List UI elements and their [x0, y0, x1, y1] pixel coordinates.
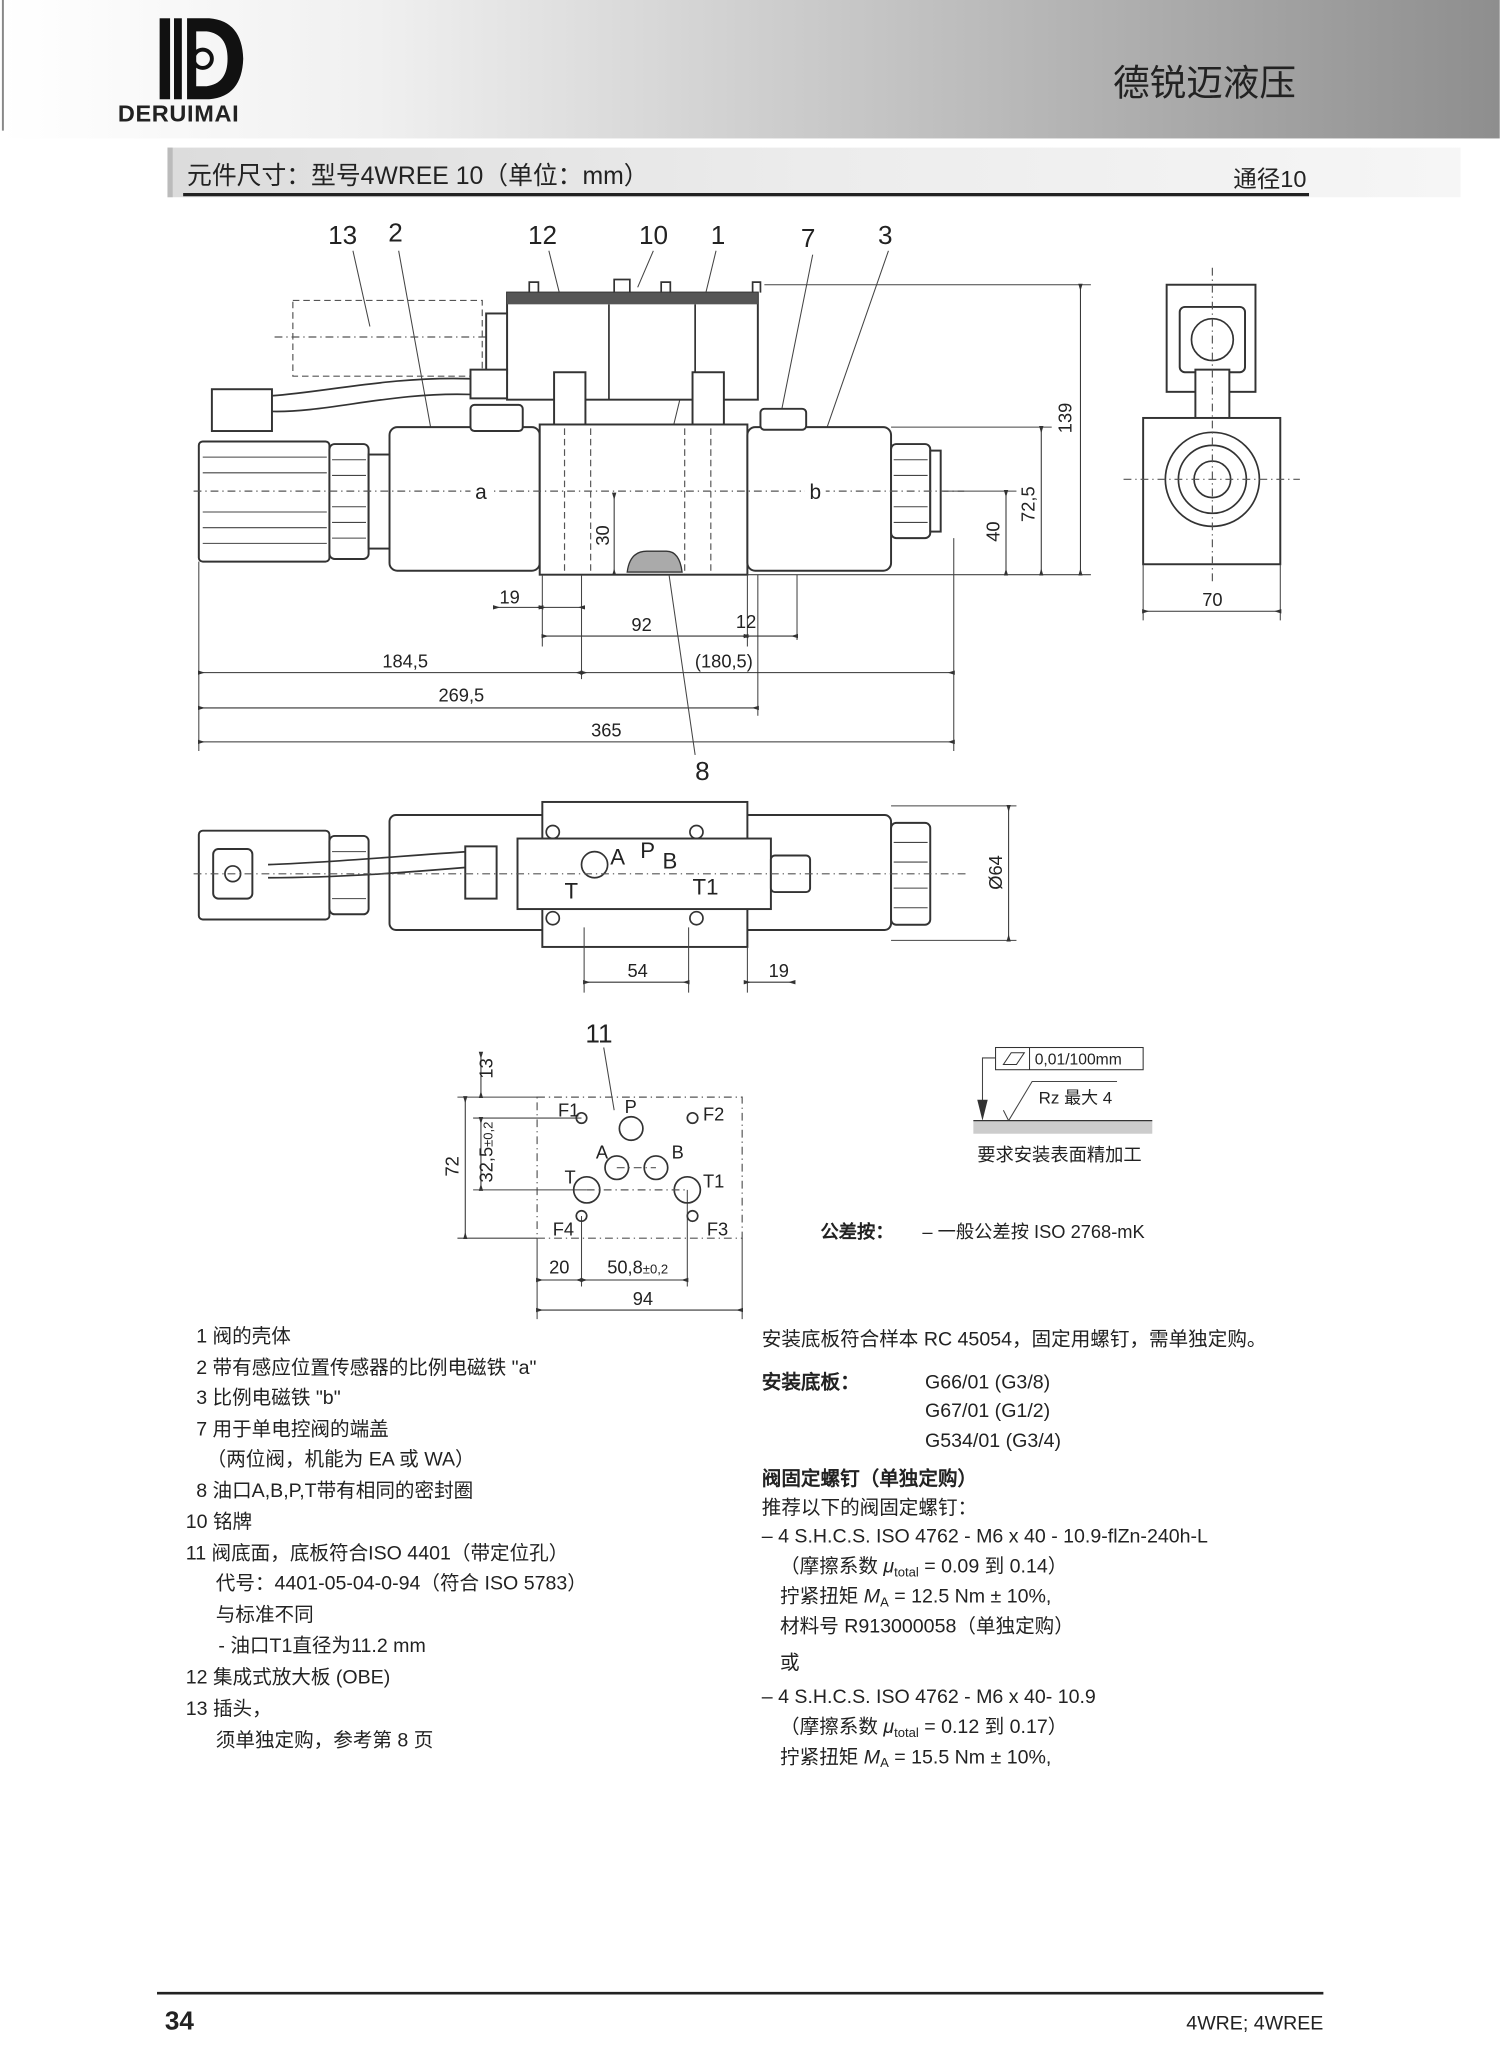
legend-item: 10 铭牌 — [186, 1511, 252, 1533]
face-port-P: P — [625, 1096, 637, 1117]
dim-dia64: Ø64 — [985, 855, 1006, 890]
top-view-drawing: A P B T T1 Ø64 54 19 — [193, 800, 1017, 993]
dim-30: 30 — [592, 525, 613, 545]
port-P-label: P — [640, 838, 655, 863]
port-T1-label: T1 — [693, 875, 719, 900]
legend-item: 代号：4401-05-04-0-94（符合 ISO 5783） — [216, 1573, 587, 1595]
dim-70: 70 — [1202, 589, 1222, 610]
callout-12: 12 — [528, 220, 557, 250]
page-number: 34 — [165, 2006, 195, 2036]
screw-option-1-torque: 拧紧扭矩 MA = 12.5 Nm ± 10%, — [780, 1586, 1051, 1610]
dim-40: 40 — [982, 521, 1003, 541]
face-dim-50-8: 50,8±0,2 — [607, 1256, 668, 1277]
legend-item: 13 插头， — [186, 1698, 272, 1720]
callout-1: 1 — [711, 220, 726, 250]
face-port-F4: F4 — [553, 1219, 574, 1240]
subplate-item: G66/01 (G3/8) — [925, 1371, 1050, 1393]
legend-item: 与标准不同 — [216, 1604, 314, 1626]
dim-19b: 19 — [769, 960, 789, 981]
face-dim-72: 72 — [442, 1156, 463, 1176]
brand-name: DERUIMAI — [118, 100, 239, 126]
face-port-T1: T1 — [703, 1170, 724, 1191]
dim-12: 12 — [736, 611, 756, 632]
screws-title: 阀固定螺钉（单独定购） — [762, 1467, 977, 1490]
legend-item: 须单独定购，参考第 8 页 — [216, 1729, 434, 1751]
port-T-label: T — [565, 879, 579, 904]
section-title-bar: 元件尺寸：型号4WREE 10（单位：mm） 通径10 — [167, 147, 1461, 198]
dim-54: 54 — [628, 960, 648, 981]
flatness-value: 0,01/100mm — [1035, 1051, 1122, 1068]
port-A-label: A — [610, 845, 625, 870]
callout-13: 13 — [328, 220, 357, 250]
front-view-drawing: 13 2 12 10 1 7 3 — [193, 218, 1091, 786]
legend-item: 8 油口A,B,P,T带有相同的密封圈 — [196, 1480, 473, 1502]
screw-option-1-material: 材料号 R913000058（单独定购） — [780, 1616, 1074, 1638]
screw-option-2-friction: （摩擦系数 μtotal = 0.12 到 0.17） — [780, 1716, 1067, 1740]
face-dim-94: 94 — [633, 1288, 653, 1309]
subplate-note: 安装底板符合样本 RC 45054，固定用螺钉，需单独定购。 — [762, 1328, 1267, 1350]
tolerance-text: – 一般公差按 ISO 2768-mK — [922, 1221, 1144, 1242]
dim-184-5: 184,5 — [382, 650, 428, 671]
face-port-F2: F2 — [703, 1104, 724, 1125]
nominal-size: 通径10 — [1233, 166, 1306, 192]
tolerance-label: 公差按： — [821, 1221, 894, 1242]
face-dim-32-5: 32,5±0,2 — [476, 1122, 497, 1183]
face-dim-13: 13 — [476, 1058, 497, 1078]
dim-269-5: 269,5 — [438, 684, 484, 705]
parts-legend: 1 阀的壳体 2 带有感应位置传感器的比例电磁铁 "a" 3 比例电磁铁 "b"… — [186, 1326, 587, 1752]
face-port-B: B — [672, 1142, 684, 1163]
legend-item: 3 比例电磁铁 "b" — [196, 1387, 340, 1409]
subplate-item: G534/01 (G3/4) — [925, 1430, 1061, 1452]
callout-7: 7 — [801, 223, 816, 253]
callout-10: 10 — [639, 220, 668, 250]
page-footer: 34 4WRE; 4WREE — [157, 1991, 1324, 2036]
dim-72-5: 72,5 — [1018, 486, 1039, 522]
dim-19: 19 — [500, 586, 520, 607]
page-header: DERUIMAI 德锐迈液压 — [0, 0, 1500, 139]
legend-item: 11 阀底面，底板符合ISO 4401（带定位孔） — [186, 1543, 569, 1565]
flatness-icon — [1002, 1052, 1026, 1066]
legend-item: 7 用于单电控阀的端盖 — [196, 1418, 389, 1440]
screws-intro: 推荐以下的阀固定螺钉： — [762, 1497, 977, 1519]
legend-item: （两位阀，机能为 EA 或 WA） — [207, 1448, 475, 1470]
mounting-notes: 安装底板符合样本 RC 45054，固定用螺钉，需单独定购。 安装底板： G66… — [762, 1328, 1267, 1770]
surface-finish-symbol: 0,01/100mm Rz 最大 4 要求安装表面精加工 公差按： – 一般公差… — [821, 1046, 1153, 1242]
legend-item: 12 集成式放大板 (OBE) — [186, 1667, 391, 1689]
subplate-label: 安装底板： — [762, 1370, 860, 1393]
solenoid-b-label: b — [809, 481, 821, 504]
company-title: 德锐迈液压 — [1113, 62, 1296, 103]
callout-8: 8 — [695, 756, 710, 786]
solenoid-a-label: a — [475, 481, 487, 504]
face-port-T: T — [565, 1166, 576, 1187]
screw-option-2-torque: 拧紧扭矩 MA = 15.5 Nm ± 10%, — [780, 1746, 1051, 1770]
legend-item: 2 带有感应位置传感器的比例电磁铁 "a" — [196, 1357, 536, 1379]
dim-180-5: (180,5) — [695, 650, 753, 671]
screw-option-1: – 4 S.H.C.S. ISO 4762 - M6 x 40 - 10.9-f… — [762, 1526, 1208, 1548]
face-port-F3: F3 — [707, 1219, 728, 1240]
roughness-value: Rz 最大 4 — [1039, 1089, 1113, 1108]
section-title: 元件尺寸：型号4WREE 10（单位：mm） — [187, 162, 649, 190]
or-label: 或 — [780, 1652, 800, 1674]
dim-92: 92 — [631, 614, 651, 635]
callout-2: 2 — [388, 218, 403, 248]
dim-365: 365 — [591, 720, 621, 741]
side-view-drawing: 70 — [1123, 267, 1300, 621]
product-code: 4WRE; 4WREE — [1186, 2013, 1323, 2035]
dim-139: 139 — [1054, 403, 1075, 433]
surface-note: 要求安装表面精加工 — [977, 1144, 1141, 1165]
face-port-A: A — [596, 1142, 609, 1163]
subplate-item: G67/01 (G1/2) — [925, 1400, 1050, 1422]
face-dim-20: 20 — [549, 1256, 569, 1277]
port-B-label: B — [662, 849, 677, 874]
callout-3: 3 — [878, 220, 893, 250]
screw-option-2: – 4 S.H.C.S. ISO 4762 - M6 x 40- 10.9 — [762, 1686, 1096, 1708]
screw-option-1-friction: （摩擦系数 μtotal = 0.09 到 0.14） — [780, 1556, 1067, 1580]
mounting-face-drawing: 11 F1 F2 P A B T T1 F4 F3 13 72 32,5±0,2… — [442, 1018, 744, 1320]
legend-item: - 油口T1直径为11.2 mm — [218, 1635, 425, 1657]
callout-11: 11 — [585, 1018, 612, 1048]
deruimai-logo: DERUIMAI — [118, 18, 244, 126]
legend-item: 1 阀的壳体 — [196, 1326, 291, 1348]
face-port-F1: F1 — [558, 1100, 579, 1121]
